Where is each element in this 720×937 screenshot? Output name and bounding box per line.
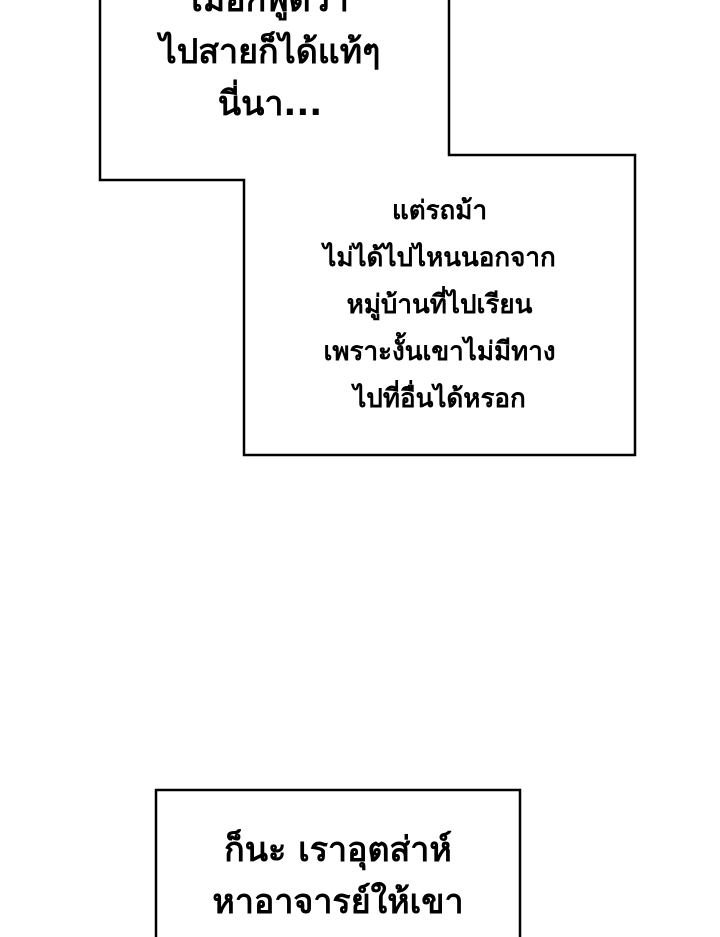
- caption-2-line: แต่รถม้า: [391, 196, 488, 226]
- caption-1-line: นี่นา...: [217, 84, 323, 124]
- caption-box-3-outline: [154, 788, 522, 937]
- caption-3-line: หาอาจารย์ให้เขา: [212, 882, 464, 922]
- caption-1-text: เมื่อกี้พูดว่า ไปสายก็ได้แท้ๆ นี่นา...: [100, 0, 440, 130]
- caption-1-line: เมื่อกี้พูดว่า: [191, 0, 349, 20]
- caption-3-line: ก็นะ เราอุตส่าห์: [224, 830, 452, 870]
- caption-1-line: ไปสายก็ได้แท้ๆ: [159, 32, 381, 72]
- caption-2-line: ไม่ได้ไปไหนนอกจาก: [323, 243, 556, 273]
- caption-2-line: เพราะงั้นเขาไม่มีทาง: [323, 337, 556, 367]
- caption-box-1-2-outline: [98, 0, 637, 457]
- caption-3-text: ก็นะ เราอุตส่าห์ หาอาจารย์ให้เขา: [156, 824, 520, 928]
- caption-2-line: ไปที่อื่นได้หรอก: [353, 384, 526, 414]
- caption-2-text: แต่รถม้า ไม่ได้ไปไหนนอกจาก หมู่บ้านที่ไป…: [244, 188, 635, 423]
- caption-2-line: หมู่บ้านที่ไปเรียน: [346, 290, 533, 320]
